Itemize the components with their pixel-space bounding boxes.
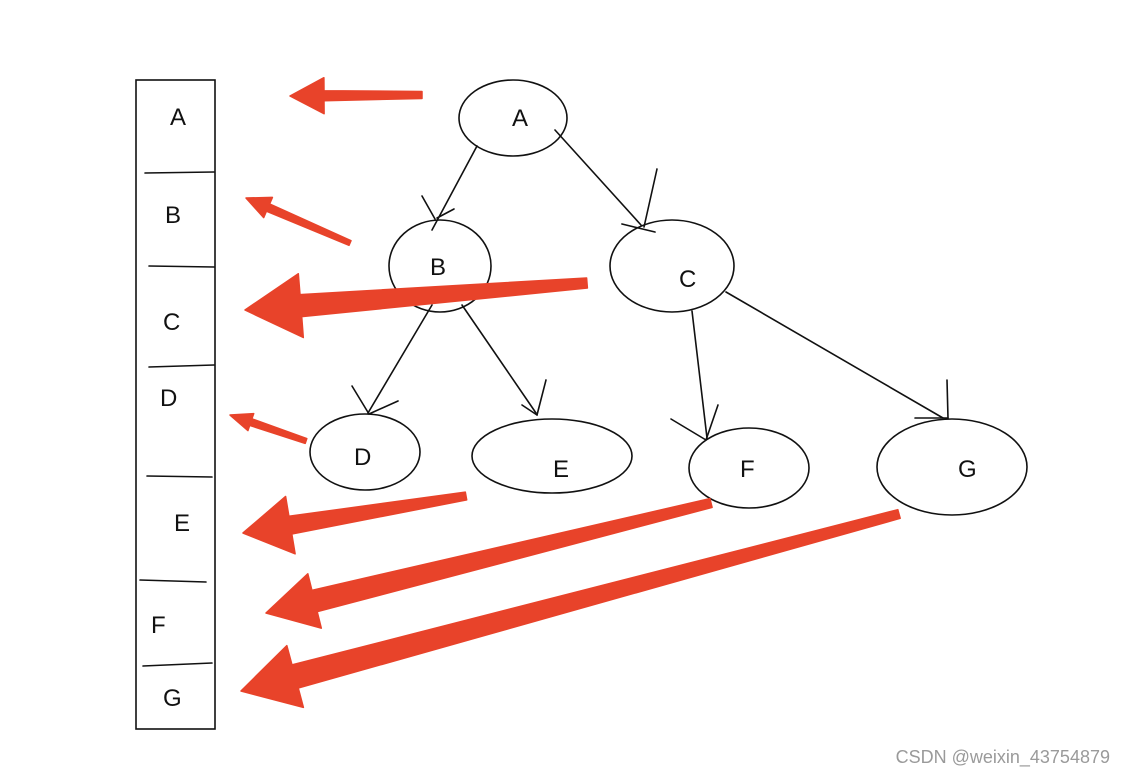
pointer-arrow-g [240, 508, 901, 709]
node-label: A [512, 105, 528, 132]
queue-divider [144, 171, 215, 174]
queue-cell-label: B [165, 202, 181, 229]
node-ellipse [458, 79, 568, 157]
tree-node-f: F [688, 427, 810, 509]
node-ellipse [388, 219, 492, 313]
tree-edge [461, 304, 547, 416]
queue-cell-label: E [174, 510, 190, 537]
queue-cell-label: G [163, 685, 182, 712]
tree-node-e: E [471, 418, 633, 494]
pointer-arrow-f [265, 497, 713, 629]
node-label: C [679, 266, 696, 293]
node-ellipse [471, 418, 633, 494]
tree-edge [351, 304, 433, 415]
tree-edge [421, 145, 478, 231]
node-label: G [958, 456, 977, 483]
node-label: D [354, 444, 371, 471]
tree-node-a: A [458, 79, 568, 157]
watermark: CSDN @weixin_43754879 [895, 747, 1110, 767]
tree-edge [554, 129, 658, 233]
tree-edge [670, 310, 719, 441]
node-ellipse [876, 418, 1028, 516]
node-ellipse [688, 427, 810, 509]
queue-column: A B C D E F G [135, 79, 216, 730]
tree-node-d: D [309, 413, 421, 491]
queue-divider [139, 579, 207, 583]
tree-node-c: C [609, 219, 735, 313]
tree-edge [725, 291, 949, 419]
queue-cell-label: A [170, 104, 186, 131]
pointer-arrow-e [242, 491, 468, 555]
node-label: F [740, 456, 755, 483]
node-label: E [553, 456, 569, 483]
node-ellipse [609, 219, 735, 313]
pointer-arrows [229, 76, 901, 709]
tree-node-g: G [876, 418, 1028, 516]
pointer-arrow-c [244, 272, 589, 339]
tree-node-b: B [388, 219, 492, 313]
queue-divider [146, 475, 213, 478]
queue-frame [135, 79, 216, 730]
queue-cell-label: C [163, 309, 180, 336]
queue-cell-label: D [160, 385, 177, 412]
node-label: B [430, 254, 446, 281]
tree-nodes: A B C D E F G [309, 79, 1028, 516]
pointer-arrow-a [289, 76, 423, 115]
queue-cell-label: F [151, 612, 166, 639]
pointer-arrow-d [229, 412, 308, 445]
pointer-arrow-b [245, 196, 352, 247]
node-ellipse [309, 413, 421, 491]
queue-divider [142, 662, 213, 667]
queue-divider [148, 364, 215, 368]
queue-divider [148, 265, 215, 268]
tree-edges [351, 129, 949, 441]
